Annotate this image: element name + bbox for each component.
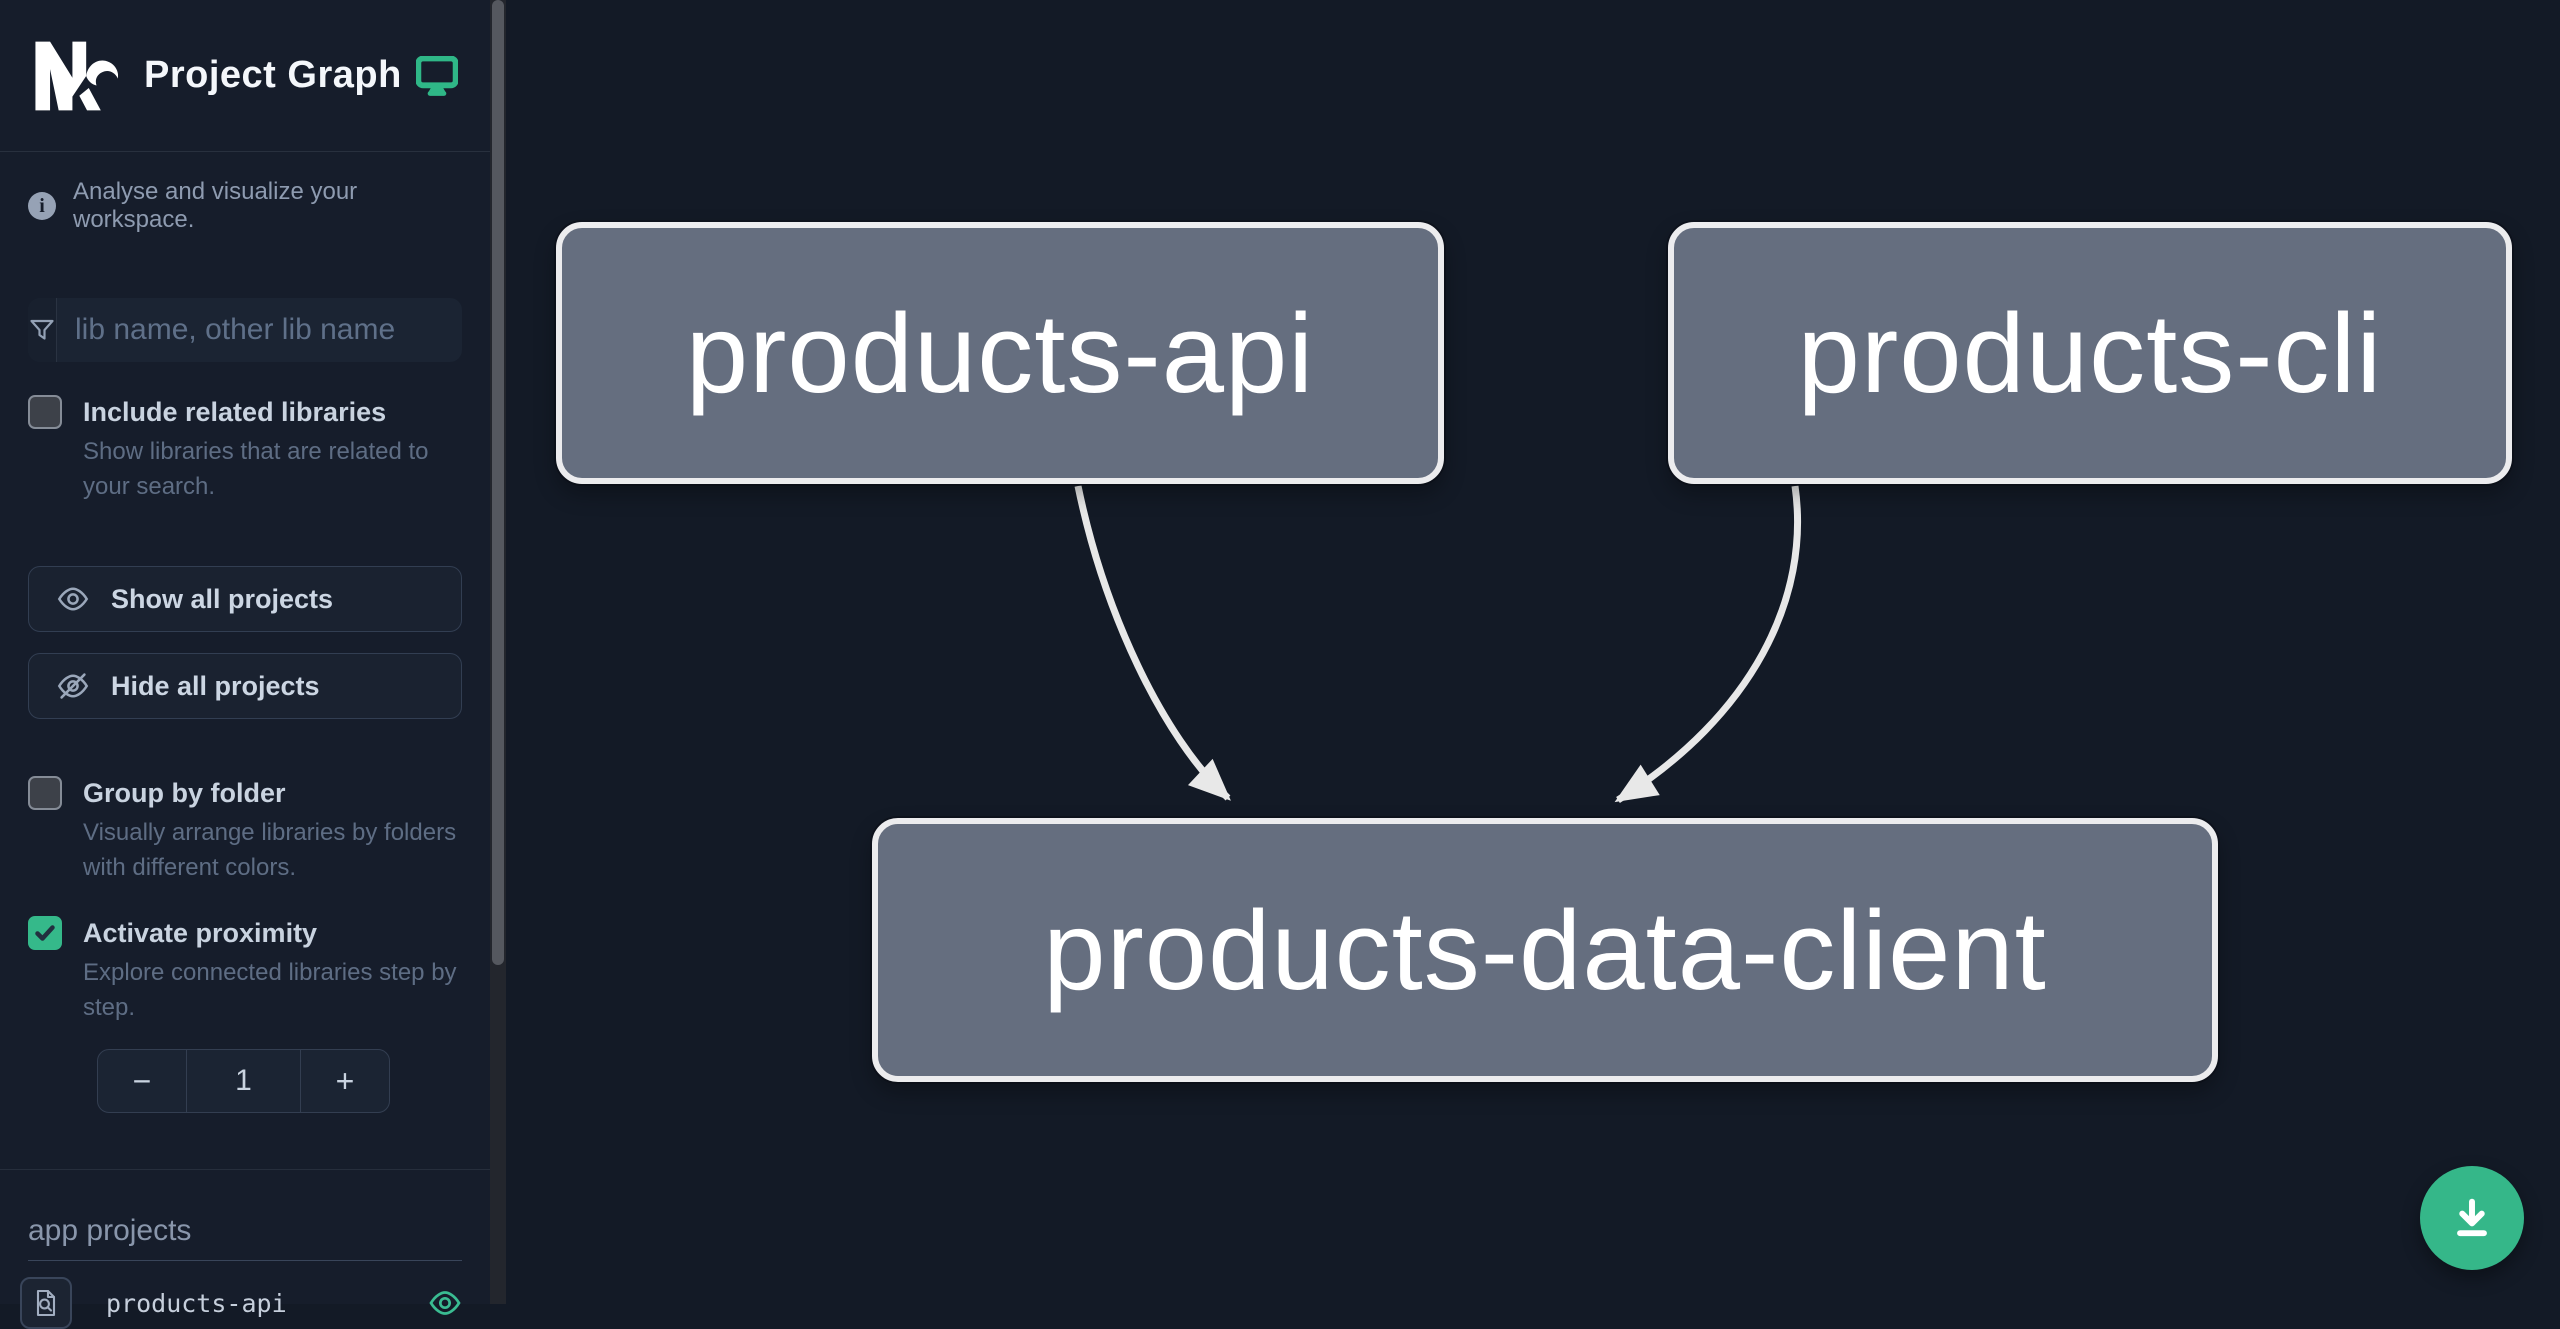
button-label: Hide all projects bbox=[111, 670, 320, 701]
checkbox-label[interactable]: Group by folder bbox=[83, 778, 286, 808]
edge-products-cli-to-products-data-client[interactable] bbox=[1614, 485, 1802, 803]
project-name: products-api bbox=[106, 1288, 287, 1318]
app-projects-heading: app projects bbox=[28, 1214, 462, 1261]
tagline-row: i Analyse and visualize your workspace. bbox=[28, 178, 462, 234]
filter-box bbox=[28, 298, 462, 362]
graph-edges-svg bbox=[1074, 485, 1802, 803]
hide-all-projects-button[interactable]: Hide all projects bbox=[28, 653, 462, 719]
download-graph-button[interactable] bbox=[2420, 1166, 2524, 1270]
button-label: Show all projects bbox=[111, 583, 334, 614]
funnel-icon bbox=[28, 298, 57, 362]
graph-node-products-cli[interactable]: products-cli bbox=[1668, 222, 2512, 484]
project-list-item: products-api bbox=[20, 1277, 462, 1329]
focus-project-button[interactable] bbox=[20, 1277, 72, 1329]
checkbox-description: Show libraries that are related to your … bbox=[83, 438, 429, 500]
stepper-value: 1 bbox=[186, 1050, 301, 1112]
graph-node-products-data-client[interactable]: products-data-client bbox=[872, 818, 2218, 1082]
sidebar: Project Graph i Analyse and visualize yo… bbox=[0, 0, 490, 1329]
eye-icon bbox=[57, 585, 89, 613]
page-title: Project Graph bbox=[144, 54, 402, 96]
section-divider bbox=[0, 1169, 490, 1170]
decrement-button[interactable]: − bbox=[98, 1050, 186, 1112]
sidebar-scrollbar-track[interactable] bbox=[490, 0, 506, 1304]
checkbox-row-include-related: Include related libraries Show libraries… bbox=[28, 394, 462, 504]
checkbox-description: Explore connected libraries step by step… bbox=[83, 959, 457, 1021]
node-label: products-data-client bbox=[1043, 887, 2047, 1013]
tagline-text: Analyse and visualize your workspace. bbox=[73, 178, 358, 233]
activate-proximity-checkbox[interactable] bbox=[28, 916, 62, 950]
checkbox-label[interactable]: Include related libraries bbox=[83, 397, 387, 427]
nx-logo bbox=[32, 38, 118, 114]
eye-off-icon bbox=[57, 672, 89, 700]
increment-button[interactable]: + bbox=[301, 1050, 389, 1112]
proximity-stepper: − 1 + bbox=[97, 1049, 390, 1113]
checkbox-label[interactable]: Activate proximity bbox=[83, 918, 318, 948]
graph-node-products-api[interactable]: products-api bbox=[556, 222, 1444, 484]
document-search-icon bbox=[31, 1288, 61, 1318]
include-related-checkbox[interactable] bbox=[28, 395, 62, 429]
project-visibility-eye-icon[interactable] bbox=[428, 1289, 462, 1317]
filter-input[interactable] bbox=[57, 298, 462, 362]
checkbox-description: Visually arrange libraries by folders wi… bbox=[83, 819, 457, 881]
show-all-projects-button[interactable]: Show all projects bbox=[28, 566, 462, 632]
graph-canvas[interactable]: products-api products-cli products-data-… bbox=[506, 0, 2560, 1304]
edge-products-api-to-products-data-client[interactable] bbox=[1074, 485, 1231, 801]
node-label: products-cli bbox=[1797, 290, 2383, 416]
group-by-folder-checkbox[interactable] bbox=[28, 776, 62, 810]
checkbox-row-group-by-folder: Group by folder Visually arrange librari… bbox=[28, 775, 462, 885]
download-icon bbox=[2446, 1192, 2498, 1244]
sidebar-scrollbar-thumb[interactable] bbox=[492, 0, 504, 965]
info-icon: i bbox=[28, 192, 56, 220]
node-label: products-api bbox=[685, 290, 1315, 416]
monitor-icon[interactable] bbox=[416, 55, 458, 96]
sidebar-header: Project Graph bbox=[0, 0, 490, 152]
checkbox-row-activate-proximity: Activate proximity Explore connected lib… bbox=[28, 915, 462, 1025]
